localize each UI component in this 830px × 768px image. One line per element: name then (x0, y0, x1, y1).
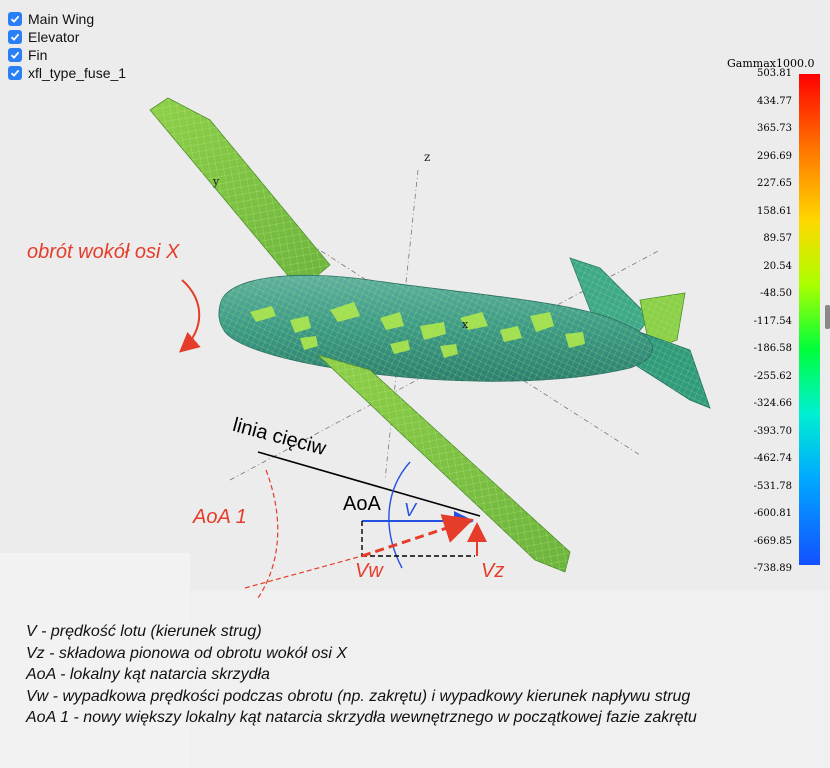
layer-label: Main Wing (28, 11, 95, 27)
axis-label-x: x (462, 318, 469, 331)
colorbar-tick-label: -531.78 (753, 480, 792, 492)
checkbox-checked-icon[interactable] (8, 30, 22, 44)
colorbar-tick-label: -393.70 (753, 425, 792, 437)
colorbar-tick-label: -462.74 (753, 453, 792, 464)
caption-line: Vw - wypadkowa prędkości podczas obrotu … (26, 687, 691, 705)
scrollbar-handle[interactable] (825, 305, 830, 329)
layer-label: xfl_type_fuse_1 (28, 65, 127, 81)
aoa1-label: AoA 1 (193, 506, 247, 528)
caption-background-left (0, 553, 190, 768)
colorbar-tick-label: 296.69 (757, 150, 792, 162)
axis-label-y: y (213, 175, 220, 188)
colorbar-tick-label: -669.85 (753, 535, 792, 547)
vw-label: Vw (355, 560, 383, 582)
vw-vector (361, 514, 474, 558)
vz-label: Vz (481, 560, 505, 582)
colorbar-tick-label: -324.66 (753, 398, 792, 409)
colorbar-tick-label: -738.89 (753, 563, 792, 574)
colorbar-tick-label: 434.77 (757, 95, 792, 107)
aoa-label: AoA (343, 493, 381, 515)
colorbar-tick-label: 365.73 (757, 123, 792, 134)
layer-label: Elevator (28, 29, 80, 45)
colorbar-tick-label: -48.50 (759, 288, 792, 299)
colorbar-title: Gammax1000.0 (727, 57, 815, 70)
caption-line: AoA - lokalny kąt natarcia skrzydła (26, 666, 270, 683)
aoa1-arc (257, 469, 279, 599)
caption-line: Vz - składowa pionowa od obrotu wokół os… (26, 644, 348, 662)
layer-toggle-fuselage[interactable]: xfl_type_fuse_1 (8, 64, 126, 82)
colorbar-tick-label: -600.81 (753, 508, 792, 519)
checkbox-checked-icon[interactable] (8, 12, 22, 26)
rotation-arrow (178, 279, 201, 353)
colorbar-tick-label: 503.81 (757, 68, 792, 79)
vw-extension-line (244, 555, 363, 589)
caption-list: V - prędkość lotu (kierunek strug) Vz - … (26, 621, 826, 729)
colorbar (799, 74, 820, 565)
vector-construction (361, 521, 475, 557)
colorbar-tick-label: -255.62 (753, 370, 792, 382)
v-label: V (404, 500, 417, 520)
colorbar-tick-label: 89.57 (763, 233, 792, 244)
colorbar-tick-label: 227.65 (757, 178, 792, 189)
layer-toggle-fin[interactable]: Fin (8, 46, 126, 64)
caption-line: V - prędkość lotu (kierunek strug) (26, 623, 262, 640)
main-wing-upper (149, 97, 331, 291)
axis-label-z: z (424, 150, 431, 164)
chord-line (257, 451, 481, 517)
caption-line: AoA 1 - nowy większy lokalny kąt natarci… (26, 709, 697, 726)
rotation-label: obrót wokół osi X (27, 241, 180, 263)
main-wing-lower (317, 354, 571, 573)
fin (569, 257, 686, 351)
layer-label: Fin (28, 47, 48, 63)
layer-toggle-list: Main Wing Elevator Fin xfl_type_fuse_1 (8, 10, 126, 82)
colorbar-tick-label: -117.54 (753, 315, 792, 327)
colorbar-tick-label: -186.58 (753, 343, 792, 354)
colorbar-tick-label: 20.54 (763, 260, 792, 272)
checkbox-checked-icon[interactable] (8, 66, 22, 80)
layer-toggle-main-wing[interactable]: Main Wing (8, 10, 126, 28)
fuselage (218, 274, 653, 382)
colorbar-tick-label: 158.61 (757, 205, 792, 217)
checkbox-checked-icon[interactable] (8, 48, 22, 62)
layer-toggle-elevator[interactable]: Elevator (8, 28, 126, 46)
